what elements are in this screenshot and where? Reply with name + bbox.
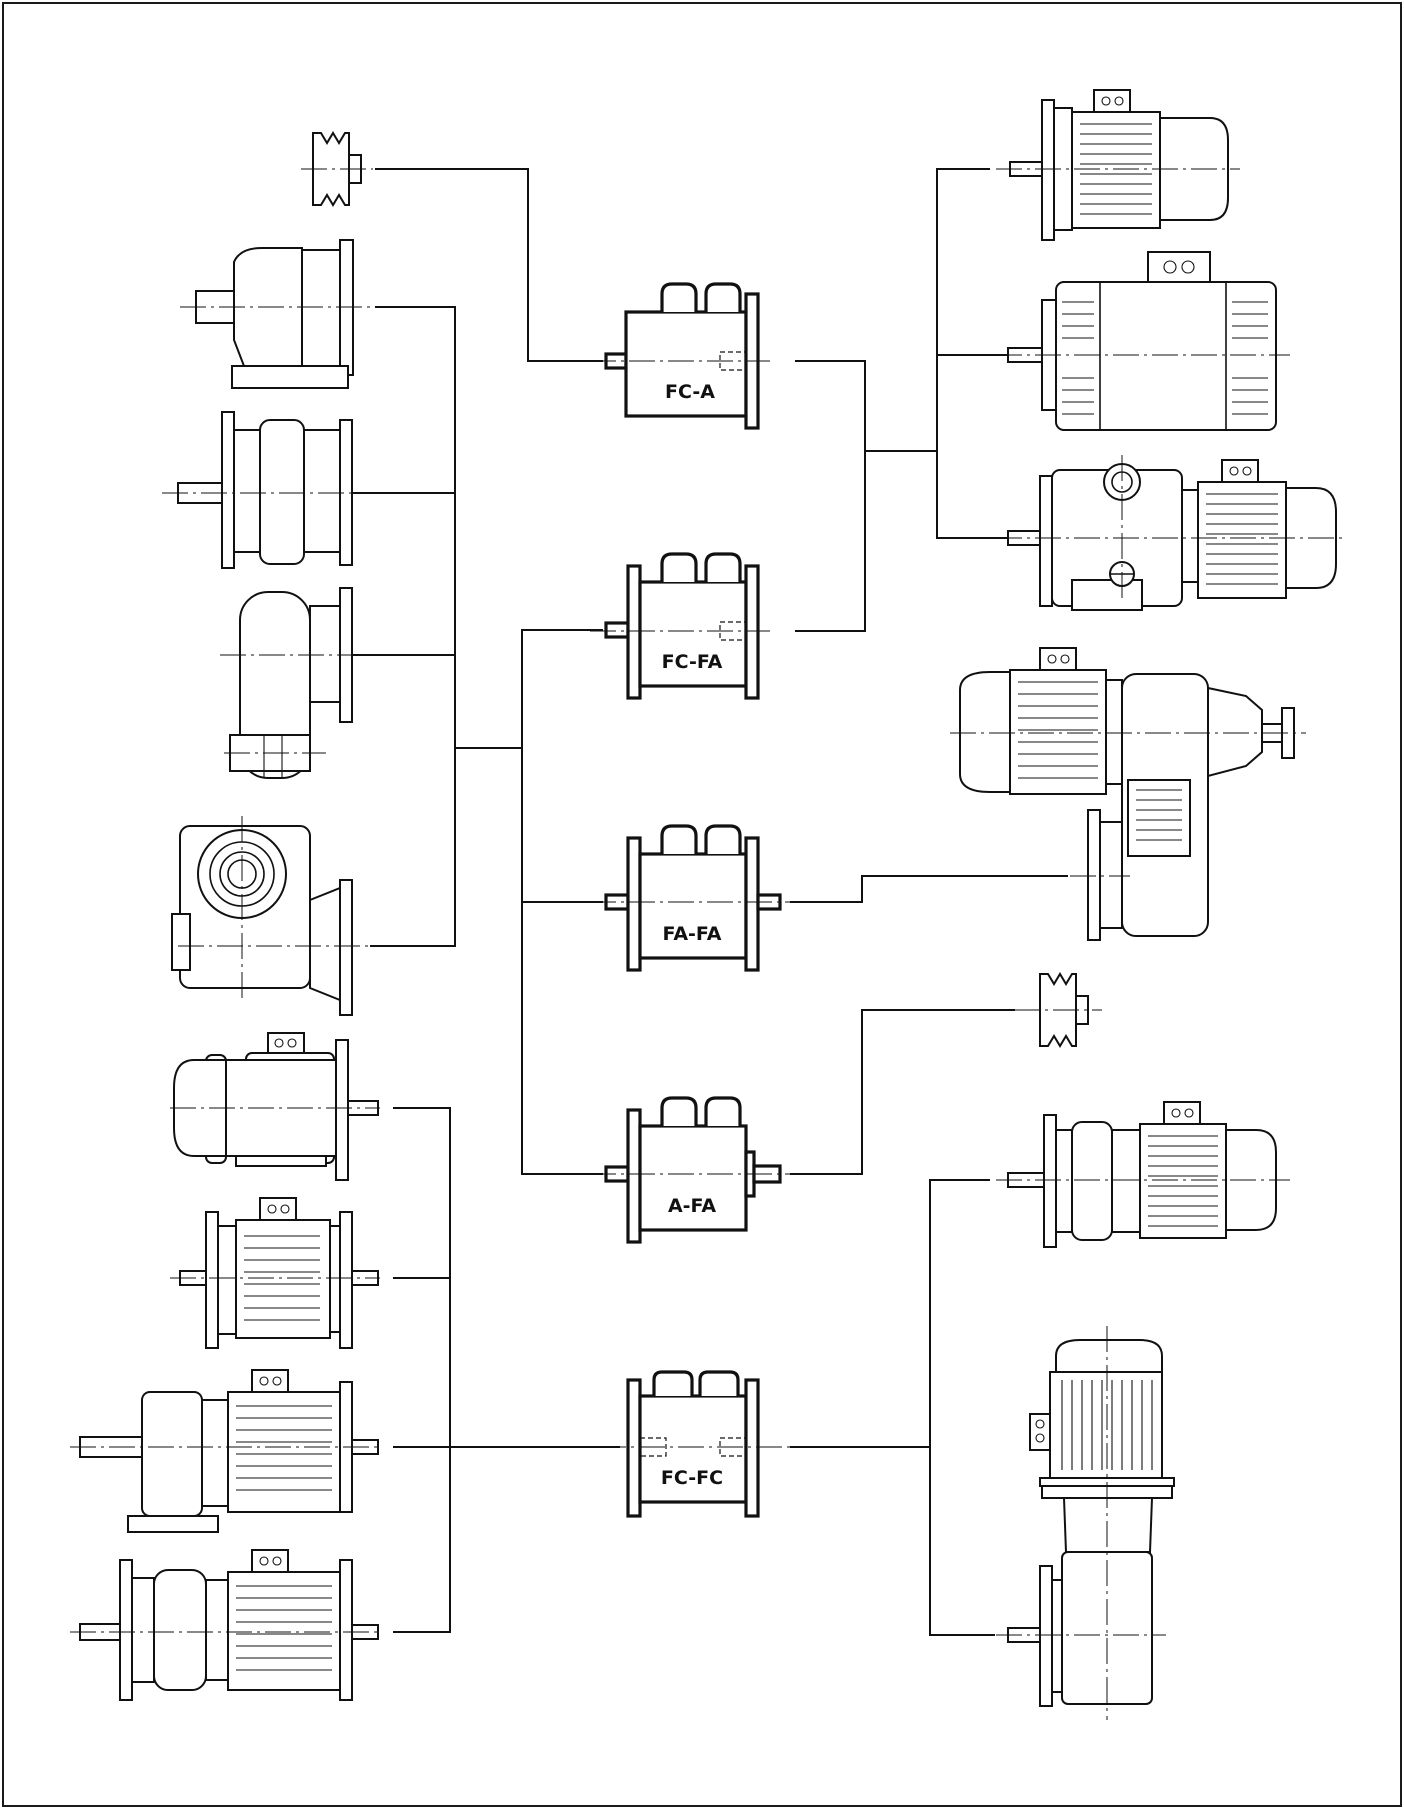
coupling-label: FA-FA (663, 923, 722, 945)
coupling-label: A-FA (668, 1195, 716, 1217)
coupling-fc-a: FC-A (590, 282, 770, 430)
coupling-fa-fa: FA-FA (590, 824, 795, 972)
connection-lines (348, 168, 1068, 1636)
double-shaft-foot-motor (170, 1032, 380, 1181)
flange-motor-top (996, 89, 1240, 241)
coupling-fc-fa: FC-FA (590, 552, 770, 700)
pulley-output (1014, 973, 1102, 1047)
foot-gearbox (180, 239, 378, 389)
foot-gear-motor (70, 1369, 380, 1533)
flange-gearbox (162, 411, 378, 569)
coupling-fc-fc: FC-FC (600, 1370, 790, 1518)
coupling-a-fa: A-FA (590, 1096, 795, 1244)
variator-gear-motor (996, 455, 1345, 611)
coupling-label: FC-FA (662, 651, 723, 673)
shaft-mount-gearbox (220, 587, 378, 779)
coupling-label: FC-FC (661, 1467, 723, 1489)
coupling-label: FC-A (665, 381, 715, 403)
vertical-gear-motor (996, 1326, 1175, 1720)
double-shaft-flange-motor (170, 1197, 380, 1349)
pulley-input (301, 132, 373, 206)
variator-handwheel-unit (950, 647, 1306, 941)
flange-gear-motor-right (996, 1101, 1290, 1248)
worm-gearbox (171, 816, 378, 1016)
flange-gear-motor (70, 1549, 380, 1701)
large-motor (996, 251, 1290, 431)
